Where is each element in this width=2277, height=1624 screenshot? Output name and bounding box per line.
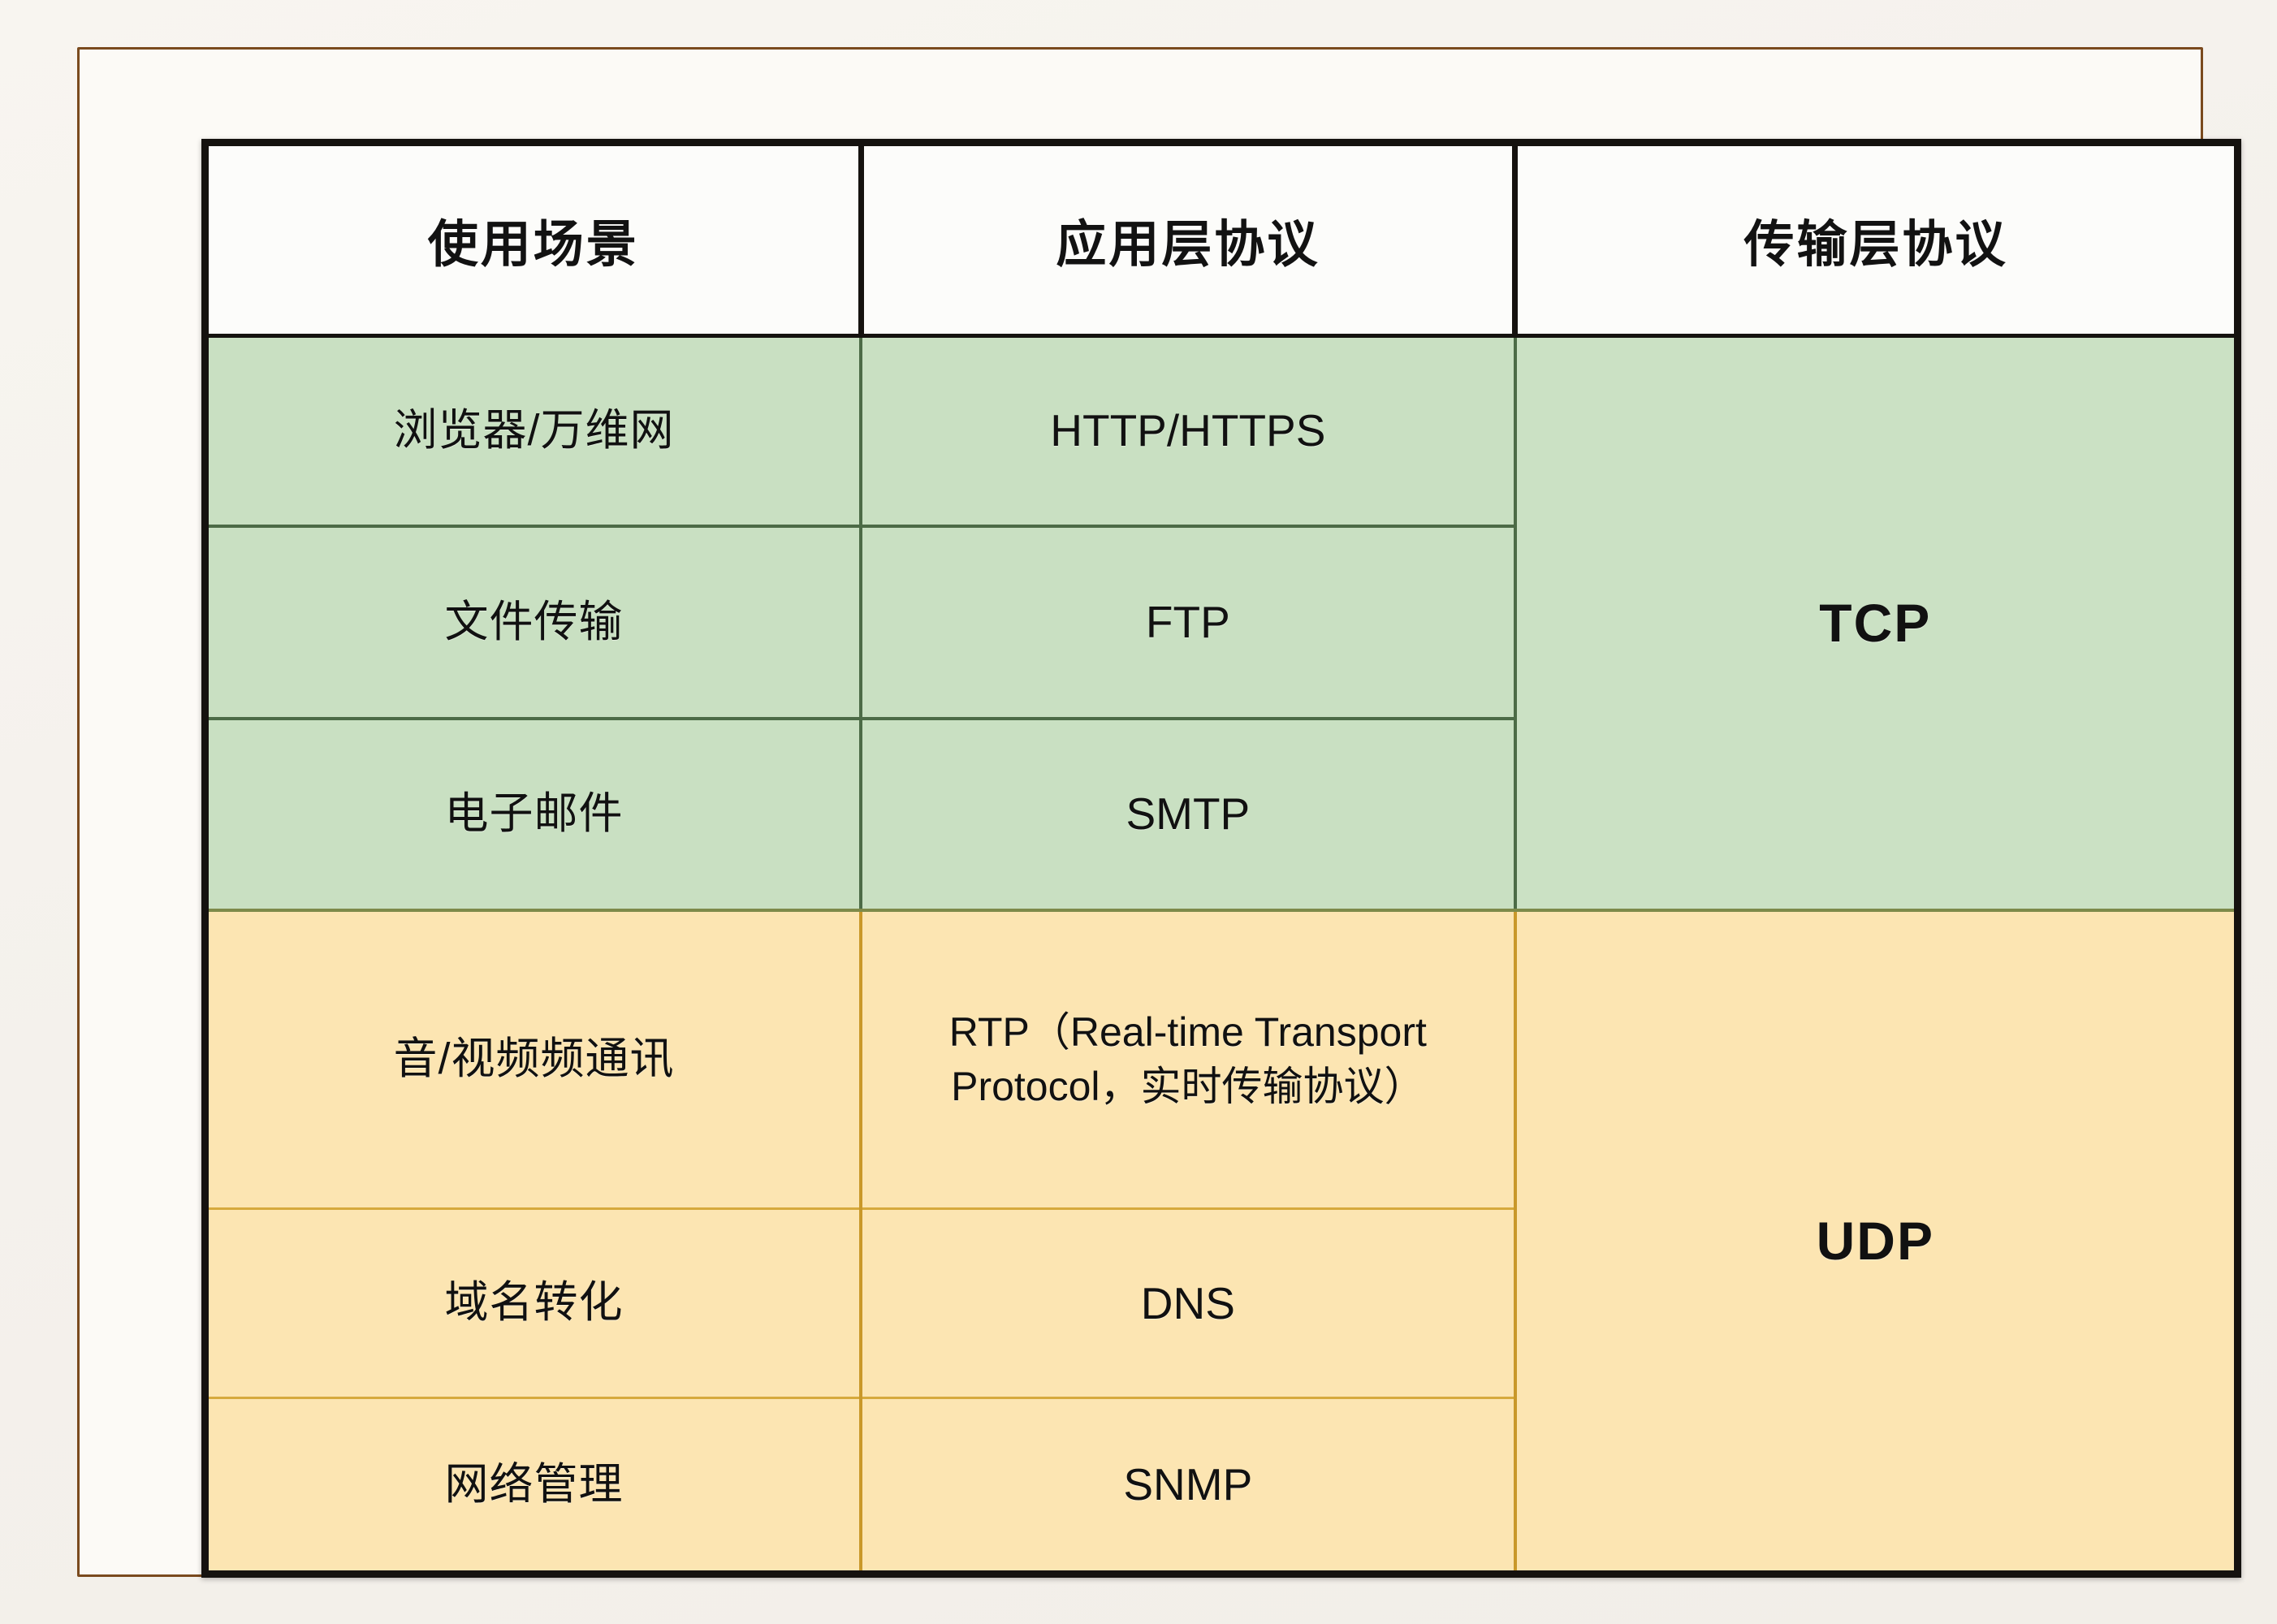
cell-scenario-domain-resolution: 域名转化 — [209, 1208, 863, 1400]
table-row: 文件传输 FTP — [209, 526, 2234, 720]
cell-scenario-web: 浏览器/万维网 — [209, 335, 863, 529]
table-row: 域名转化 DNS — [209, 1208, 2234, 1400]
cell-scenario-av-communication: 音/视频频通讯 — [209, 909, 863, 1210]
cell-protocol-ftp: FTP — [861, 526, 1517, 720]
white-sheet: 使用场景 应用层协议 传输层协议 浏览器/万维网 HTTP/HTT — [80, 50, 2241, 1578]
table-row: 电子邮件 SMTP — [209, 718, 2234, 912]
protocol-table-frame: 使用场景 应用层协议 传输层协议 浏览器/万维网 HTTP/HTT — [201, 139, 2241, 1578]
outer-brown-frame: 使用场景 应用层协议 传输层协议 浏览器/万维网 HTTP/HTT — [77, 47, 2241, 1578]
column-header-application-protocol: 应用层协议 — [861, 146, 1519, 338]
cell-protocol-smtp: SMTP — [861, 718, 1517, 912]
cell-scenario-email: 电子邮件 — [209, 718, 863, 912]
table-header-row: 使用场景 应用层协议 传输层协议 — [209, 146, 2234, 338]
table-row: 音/视频频通讯 RTP（Real-time Transport Protocol… — [209, 909, 2234, 1570]
cell-protocol-http: HTTP/HTTPS — [861, 335, 1517, 529]
cell-scenario-file-transfer: 文件传输 — [209, 526, 863, 720]
column-header-transport-protocol: 传输层协议 — [1514, 146, 2234, 338]
cell-transport-tcp: TCP — [1514, 335, 2234, 912]
watermark-strip — [0, 1593, 2277, 1616]
cell-protocol-rtp: RTP（Real-time Transport Protocol，实时传输协议） — [861, 909, 1517, 1210]
column-header-scenario: 使用场景 — [209, 146, 864, 338]
table-row: 浏览器/万维网 HTTP/HTTPS TCP — [209, 335, 2234, 912]
cell-protocol-snmp: SNMP — [861, 1397, 1517, 1570]
table-row: 网络管理 SNMP — [209, 1397, 2234, 1570]
cell-protocol-dns: DNS — [861, 1208, 1517, 1400]
cell-scenario-network-management: 网络管理 — [209, 1397, 863, 1570]
cell-transport-udp: UDP — [1514, 909, 2234, 1570]
protocol-table: 使用场景 应用层协议 传输层协议 浏览器/万维网 HTTP/HTT — [209, 146, 2234, 1570]
